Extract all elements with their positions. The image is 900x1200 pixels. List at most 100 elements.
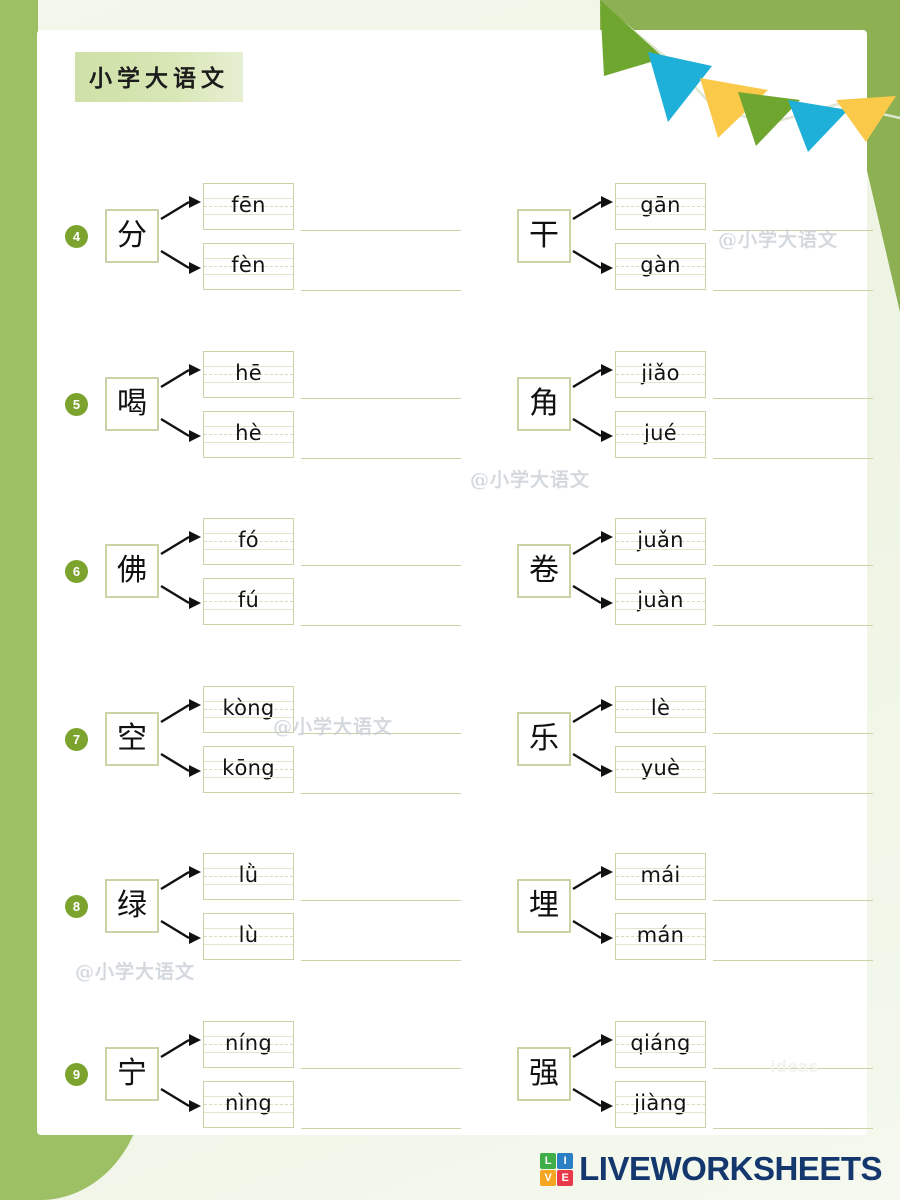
arrow-to-first-reading (159, 193, 203, 227)
answer-blank-line[interactable] (301, 1128, 461, 1129)
pinyin-grid-box: qiáng (615, 1021, 706, 1068)
answer-blank-line[interactable] (713, 1128, 873, 1129)
pinyin-dashed-midline (616, 769, 705, 770)
left-green-band (0, 0, 38, 1200)
pinyin-grid-box: kōng (203, 746, 294, 793)
branch-arrows (159, 851, 203, 961)
answer-blank-line[interactable] (713, 290, 873, 291)
answer-blank-line[interactable] (301, 458, 461, 459)
reading-line: lù (203, 913, 463, 961)
pinyin-grid-box: fèn (203, 243, 294, 290)
answer-blank-line[interactable] (713, 398, 873, 399)
row-number-spacer (477, 393, 500, 416)
title-banner: 小学大语文 (75, 52, 243, 102)
character-box: 干 (517, 209, 571, 263)
pinyin-dashed-midline (204, 1044, 293, 1045)
pinyin-text: fēn (231, 193, 266, 217)
ghost-watermark: ideas (770, 1057, 819, 1076)
pinyin-text: fèn (231, 253, 266, 277)
character-box: 埋 (517, 879, 571, 933)
answer-blank-line[interactable] (301, 290, 461, 291)
pinyin-grid-box: jué (615, 411, 706, 458)
reading-stack: qiáng jiàng (615, 1019, 875, 1129)
pinyin-dashed-midline (204, 206, 293, 207)
pinyin-grid-box: jiǎo (615, 351, 706, 398)
arrow-to-first-reading (571, 361, 615, 395)
pinyin-text: níng (225, 1031, 272, 1055)
answer-blank-line[interactable] (301, 960, 461, 961)
answer-blank-line[interactable] (301, 565, 461, 566)
character-box: 乐 (517, 712, 571, 766)
answer-blank-line[interactable] (301, 625, 461, 626)
reading-stack: níng nìng (203, 1019, 463, 1129)
arrow-to-second-reading (571, 411, 615, 445)
answer-blank-line[interactable] (713, 230, 873, 231)
row-number-badge: 6 (65, 559, 88, 583)
pinyin-grid-box: fú (203, 578, 294, 625)
row-number-spacer (477, 1063, 500, 1086)
answer-blank-line[interactable] (713, 1068, 873, 1069)
character-box: 分 (105, 209, 159, 263)
reading-line: nìng (203, 1081, 463, 1129)
branch-arrows (571, 684, 615, 794)
pinyin-dashed-midline (616, 709, 705, 710)
character-box: 宁 (105, 1047, 159, 1101)
watermark-text: @小学大语文 (718, 229, 839, 251)
pinyin-dashed-midline (616, 1104, 705, 1105)
watermark-text: @小学大语文 (75, 961, 196, 983)
reading-line: níng (203, 1021, 463, 1069)
answer-blank-line[interactable] (301, 398, 461, 399)
arrow-to-second-reading (571, 746, 615, 780)
reading-line: juàn (615, 578, 875, 626)
branch-arrows (159, 516, 203, 626)
answer-blank-line[interactable] (301, 793, 461, 794)
answer-blank-line[interactable] (713, 458, 873, 459)
pinyin-dashed-midline (616, 601, 705, 602)
branch-arrows (159, 1019, 203, 1129)
answer-blank-line[interactable] (301, 733, 461, 734)
pinyin-dashed-midline (204, 709, 293, 710)
pinyin-text: kōng (222, 756, 275, 780)
answer-blank-line[interactable] (713, 793, 873, 794)
reading-line: mán (615, 913, 875, 961)
pinyin-dashed-midline (204, 936, 293, 937)
answer-blank-line[interactable] (713, 960, 873, 961)
branch-arrows (571, 516, 615, 626)
pinyin-text: hē (235, 361, 262, 385)
pinyin-text: jué (644, 421, 677, 445)
branch-arrows (159, 181, 203, 291)
answer-blank-line[interactable] (713, 900, 873, 901)
reading-line: gān (615, 183, 875, 231)
pinyin-text: hè (235, 421, 262, 445)
pinyin-dashed-midline (616, 936, 705, 937)
reading-line: jiàng (615, 1081, 875, 1129)
pinyin-text: jiàng (634, 1091, 687, 1115)
pinyin-text: kòng (222, 696, 275, 720)
exercise-row: 埋 mái mán (477, 840, 873, 972)
answer-blank-line[interactable] (301, 1068, 461, 1069)
reading-stack: fēn fèn (203, 181, 463, 291)
pinyin-dashed-midline (204, 876, 293, 877)
row-number-badge: 7 (65, 727, 88, 751)
answer-blank-line[interactable] (713, 625, 873, 626)
arrow-to-first-reading (571, 193, 615, 227)
pinyin-text: mái (640, 863, 681, 887)
answer-blank-line[interactable] (713, 733, 873, 734)
answer-blank-line[interactable] (301, 900, 461, 901)
answer-blank-line[interactable] (301, 230, 461, 231)
arrow-to-second-reading (571, 243, 615, 277)
pinyin-dashed-midline (204, 541, 293, 542)
reading-line: yuè (615, 746, 875, 794)
pinyin-grid-box: hè (203, 411, 294, 458)
arrow-to-first-reading (571, 1031, 615, 1065)
watermark-text: @小学大语文 (273, 716, 394, 738)
pinyin-dashed-midline (616, 434, 705, 435)
character-box: 绿 (105, 879, 159, 933)
pinyin-grid-box: fēn (203, 183, 294, 230)
answer-blank-line[interactable] (713, 565, 873, 566)
